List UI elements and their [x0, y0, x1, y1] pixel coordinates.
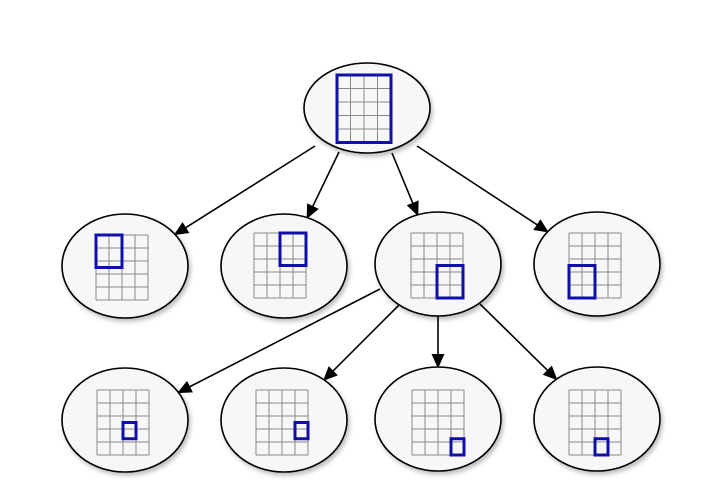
edges	[173, 145, 558, 394]
edge-root-to-child-1	[173, 145, 316, 236]
node-grandchild-1	[61, 367, 189, 473]
node-child-4	[533, 211, 661, 317]
highlighted-region	[449, 437, 466, 457]
highlighted-region	[278, 231, 308, 267]
node-root	[303, 62, 431, 154]
grid	[411, 389, 465, 456]
node-grandchild-2	[220, 367, 348, 473]
node-ellipse	[61, 213, 189, 319]
grid	[96, 389, 150, 456]
highlighted-region	[335, 73, 393, 144]
highlighted-region	[94, 233, 124, 269]
edge-child-3-to-grandchild-1	[177, 288, 381, 394]
node-ellipse	[220, 367, 348, 473]
grid	[568, 389, 622, 456]
edge-child-3-to-grandchild-4	[479, 303, 558, 381]
highlighted-region	[593, 437, 610, 457]
node-grandchild-3	[374, 366, 502, 472]
node-child-1	[61, 213, 189, 319]
node-child-2	[220, 213, 348, 319]
edge-root-to-child-4	[416, 145, 549, 233]
highlighted-region	[567, 264, 597, 300]
highlighted-region	[435, 264, 465, 300]
edge-child-3-to-grandchild-2	[323, 303, 401, 381]
node-grandchild-4	[533, 366, 661, 472]
edge-root-to-child-3	[391, 152, 419, 217]
highlighted-region	[293, 421, 310, 441]
node-child-3	[374, 211, 502, 317]
edge-root-to-child-2	[306, 151, 340, 219]
node-ellipse	[533, 366, 661, 472]
nodes	[61, 62, 661, 473]
highlighted-region	[121, 421, 138, 441]
node-ellipse	[533, 211, 661, 317]
node-ellipse	[61, 367, 189, 473]
